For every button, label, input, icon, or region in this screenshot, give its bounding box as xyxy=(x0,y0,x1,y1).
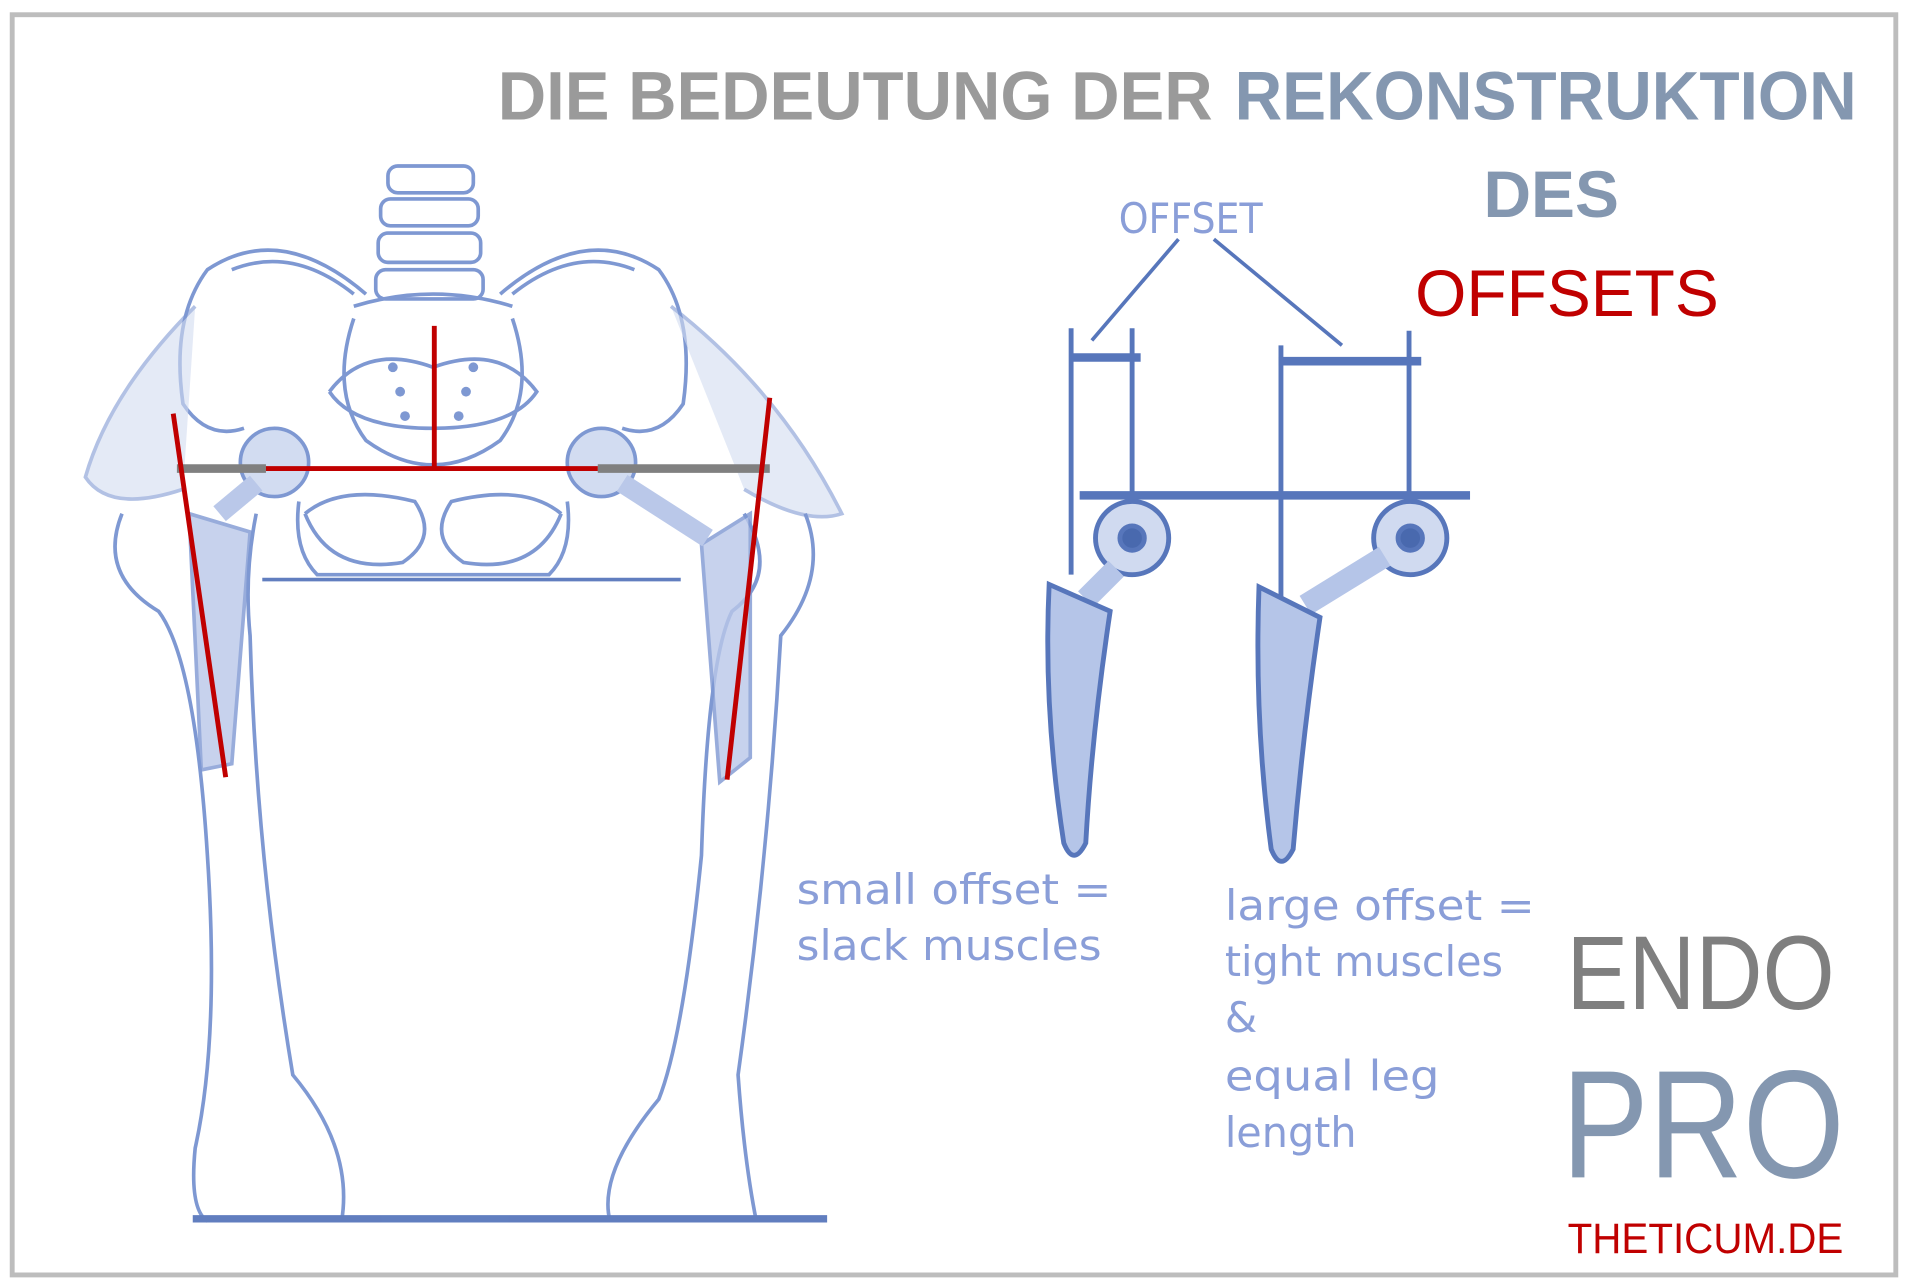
logo-theticum: THETICUM.DE xyxy=(1568,1215,1844,1263)
small-offset-caption-1: small offset = xyxy=(797,866,1112,914)
large-offset-caption-3: & xyxy=(1225,994,1257,1042)
large-offset-caption-1: large offset = xyxy=(1225,882,1535,930)
spine xyxy=(353,164,513,309)
title-part-blue: REKONSTRUKTION xyxy=(1235,59,1857,135)
title-part-gray: DIE BEDEUTUNG DER xyxy=(498,59,1213,135)
offset-comparison-diagram xyxy=(1045,237,1471,864)
large-offset-caption-5: length xyxy=(1225,1109,1357,1157)
pelvis-illustration xyxy=(83,164,845,1223)
offset-label: OFFSET xyxy=(1119,195,1264,243)
slide-border xyxy=(9,12,1899,1278)
title-line-2: DES xyxy=(1483,157,1618,231)
title-line-3: OFFSETS xyxy=(1415,256,1719,330)
small-offset-caption-2: slack muscles xyxy=(797,922,1102,970)
logo-pro: PRO xyxy=(1562,1038,1845,1210)
large-offset-caption-4: equal leg xyxy=(1225,1053,1440,1101)
offset-annotation-lines xyxy=(170,325,773,780)
large-offset-caption-2: tight muscles xyxy=(1225,938,1503,986)
endoprotheticum-logo: ENDO PRO THETICUM.DE xyxy=(1562,915,1845,1263)
logo-endo: ENDO xyxy=(1566,915,1834,1032)
